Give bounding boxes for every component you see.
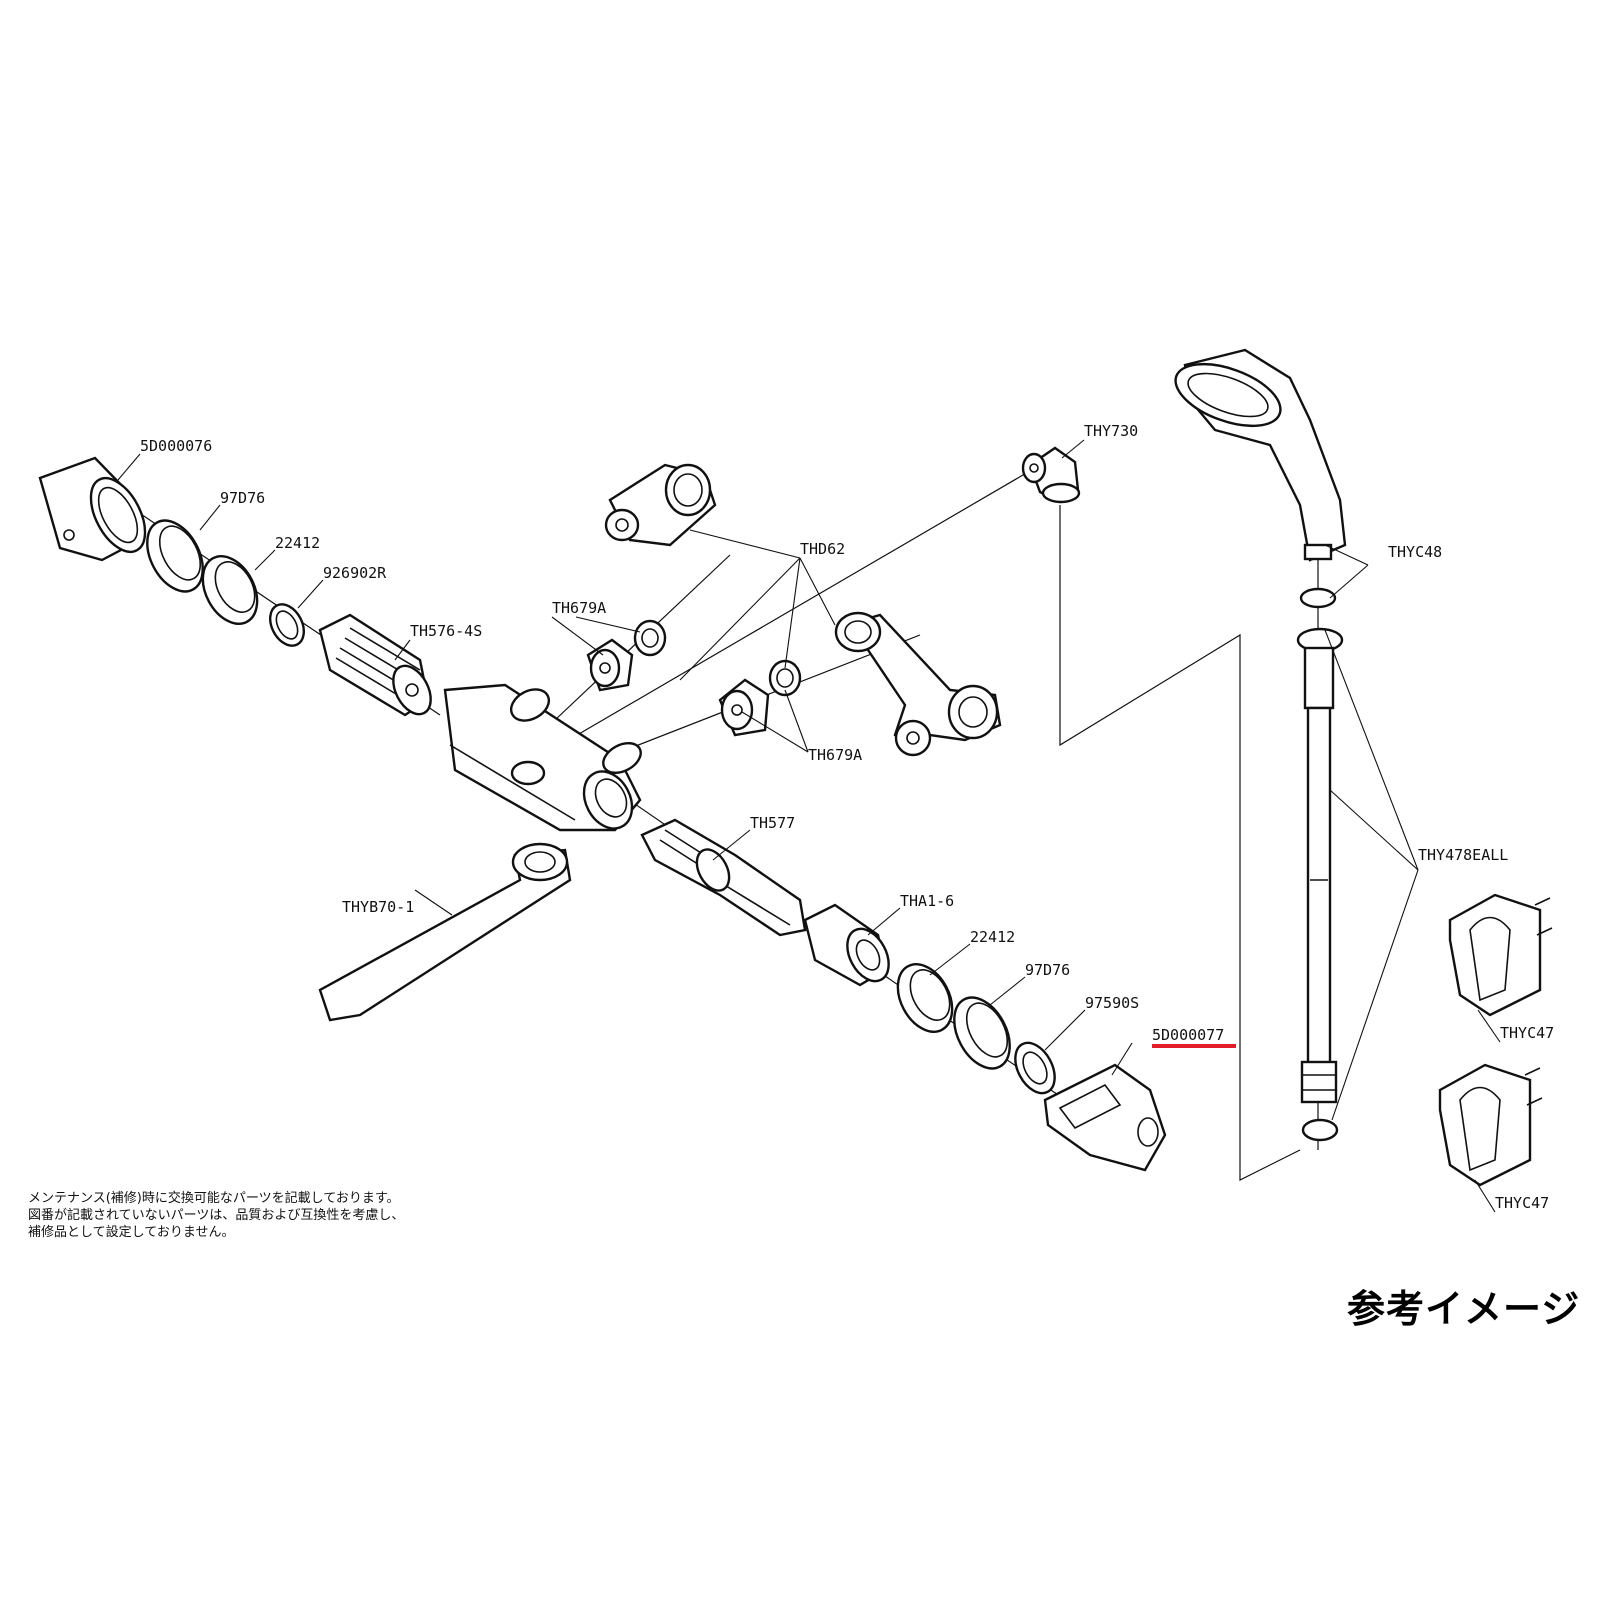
lock-nut [1014, 1041, 1056, 1095]
retaining-ring-right [953, 996, 1011, 1070]
switch-cartridge [640, 818, 807, 937]
part-label-th577: TH577 [750, 814, 796, 832]
assembly-axis-lines [119, 467, 1319, 1181]
hose-elbow [1021, 446, 1081, 504]
union-fitting-upper [604, 463, 717, 547]
spout-pipe [318, 842, 572, 1022]
union-elbow-fitting [834, 611, 1002, 757]
shower-hose [1296, 627, 1344, 1142]
leader-lines [117, 439, 1501, 1213]
check-valve-lower [718, 659, 802, 737]
threaded-nut-right [896, 963, 954, 1033]
retaining-ring-left [146, 519, 204, 593]
hook-holder-lower [1438, 1063, 1543, 1187]
maintenance-note: メンテナンス(補修)時に交換可能なパーツを記載しております。 図番が記載されてい… [28, 1190, 404, 1241]
check-valve-upper [586, 619, 667, 692]
part-label-5d000076: 5D000076 [140, 437, 213, 455]
part-label-tha1-6: THA1-6 [900, 892, 955, 910]
part-label-thyc47-lower: THYC47 [1495, 1194, 1550, 1212]
reference-image-label: 参考イメージ [1347, 1287, 1581, 1331]
part-label-97590s: 97590S [1085, 994, 1140, 1012]
part-label-22412-right: 22412 [970, 928, 1016, 946]
part-label-5d000077: 5D000077 [1152, 1026, 1236, 1048]
note-line: メンテナンス(補修)時に交換可能なパーツを記載しております。 [28, 1191, 400, 1206]
threaded-nut-left [201, 555, 259, 625]
part-label-thy730: THY730 [1084, 422, 1139, 440]
part-label-th576-4s: TH576-4S [410, 622, 483, 640]
part-label-thyc48: THYC48 [1388, 543, 1443, 561]
mixer-valve-body [443, 683, 642, 832]
note-line: 補修品として設定しておりません。 [28, 1225, 235, 1240]
part-label-thd62: THD62 [800, 540, 846, 558]
clip-ring [269, 603, 305, 647]
part-label-97d76-right: 97D76 [1025, 961, 1071, 979]
handle-adaptor [803, 903, 890, 987]
note-line: 図番が記載されていないパーツは、品質および互換性を考慮し、 [28, 1208, 405, 1223]
temperature-cartridge [318, 613, 432, 717]
handle-cap-left [38, 456, 147, 562]
part-label-thy478eall: THY478EALL [1418, 846, 1509, 864]
part-label-97d76-left: 97D76 [220, 489, 266, 507]
handle-lever-right [1043, 1063, 1167, 1172]
part-label-th679a-upper: TH679A [552, 599, 607, 617]
shower-head [1174, 348, 1347, 609]
part-label-thyb70-1: THYB70-1 [342, 898, 415, 916]
hook-holder-upper [1448, 893, 1553, 1017]
part-label-926902r: 926902R [323, 564, 387, 582]
part-label-22412-left: 22412 [275, 534, 321, 552]
part-label-th679a-lower: TH679A [808, 746, 863, 764]
part-label-thyc47-upper: THYC47 [1500, 1024, 1555, 1042]
